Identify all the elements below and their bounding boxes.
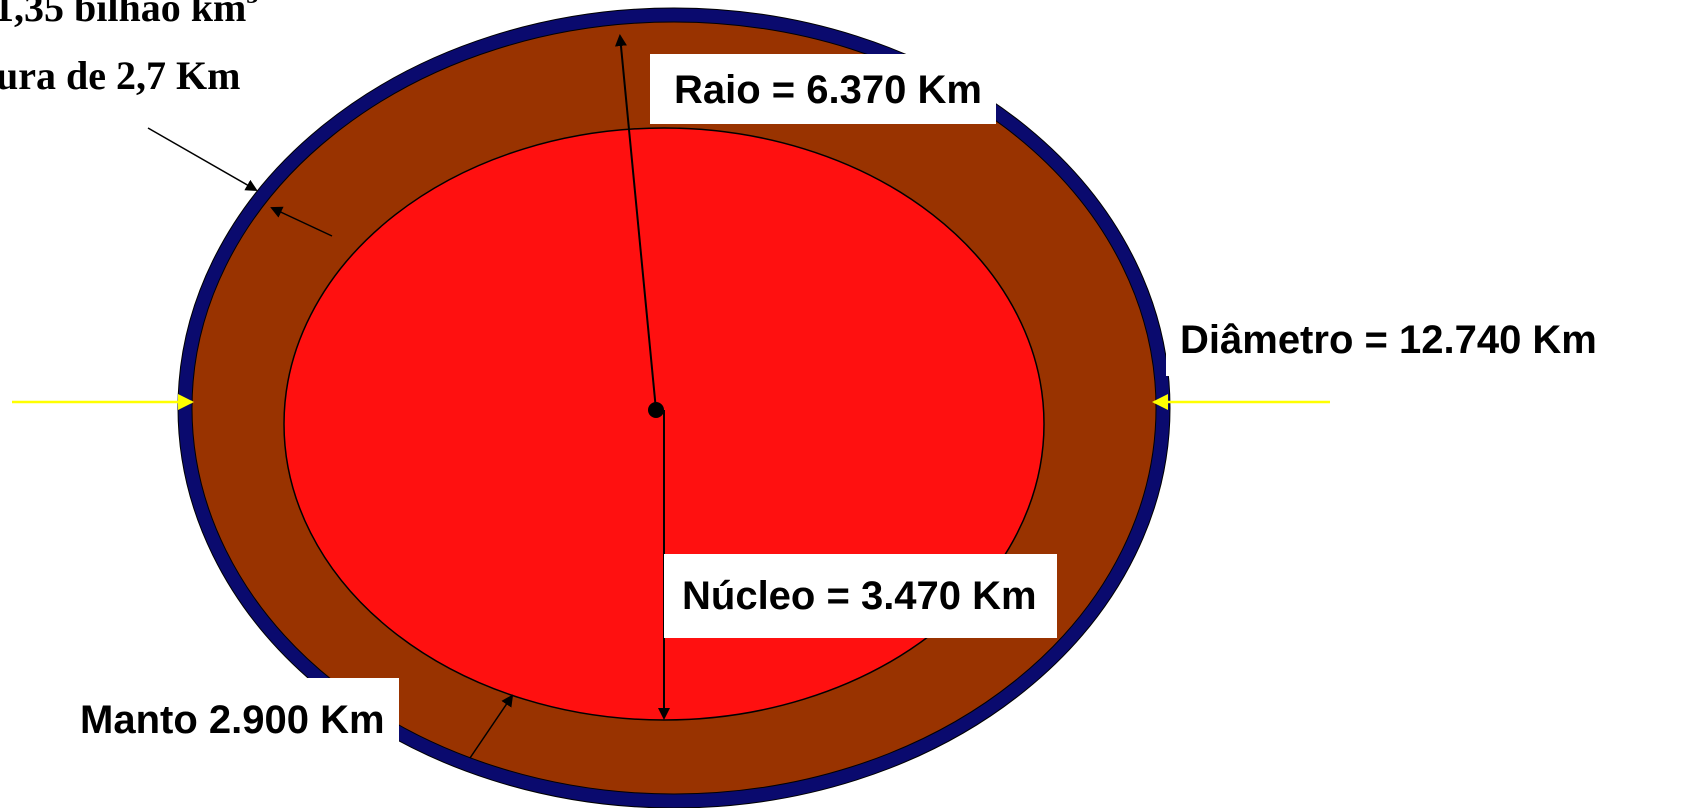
nucleo-label: Núcleo = 3.470 Km	[664, 554, 1057, 638]
nucleo-text: Núcleo = 3.470 Km	[682, 574, 1037, 618]
crust-inner-arrow	[270, 206, 333, 237]
manto-text: Manto 2.900 Km	[80, 698, 385, 742]
manto-label: Manto 2.900 Km	[64, 678, 399, 762]
volume-text: 1,35 bilhão km	[0, 0, 247, 30]
raio-label: Raio = 6.370 Km	[650, 54, 996, 124]
depth-label: ura de 2,7 Km	[0, 53, 267, 106]
diametro-text: Diâmetro = 12.740 Km	[1180, 318, 1597, 362]
crust-pointer-arrow	[147, 127, 258, 191]
volume-superscript: 3	[246, 0, 258, 9]
volume-label: 1,35 bilhão km3	[0, 0, 258, 28]
radius-arrow	[614, 34, 657, 411]
diametro-label: Diâmetro = 12.740 Km	[1166, 306, 1617, 376]
mantle-pointer-arrow	[469, 694, 514, 759]
depth-text: ura de 2,7 Km	[0, 53, 241, 98]
raio-text: Raio = 6.370 Km	[674, 68, 982, 112]
